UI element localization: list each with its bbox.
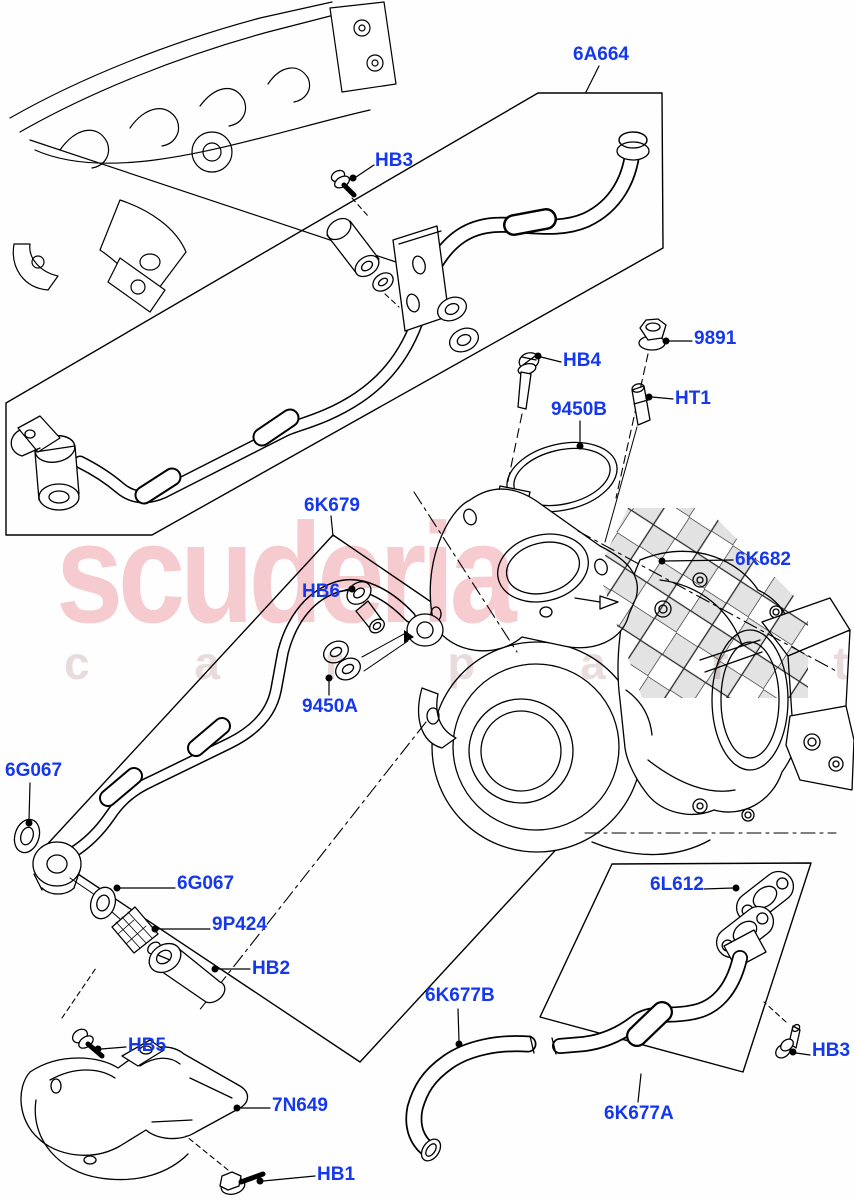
part-label-7N649-15[interactable]: 7N649: [272, 1095, 328, 1116]
coolant-hose-6A664-drawing: [436, 132, 649, 263]
part-label-6L612-18[interactable]: 6L612: [650, 874, 704, 895]
bolt-hb1-drawing: [186, 1136, 263, 1197]
part-label-9450B-5[interactable]: 9450B: [551, 399, 607, 420]
part-label-6G067-11[interactable]: 6G067: [177, 873, 235, 894]
spacer-bushing-drawing: [323, 214, 396, 295]
washers-9450a-drawing: [320, 630, 414, 684]
part-label-HB3-20[interactable]: HB3: [812, 1040, 851, 1061]
part-label-9450A-9[interactable]: 9450A: [302, 696, 358, 717]
checkered-flag-watermark: [598, 508, 808, 698]
part-label-6G067-10[interactable]: 6G067: [5, 760, 63, 781]
part-label-6K679-6[interactable]: 6K679: [304, 495, 360, 516]
oil-drain-pipe-6k677a-drawing: [560, 930, 766, 1046]
nut-9891-drawing: [616, 319, 666, 498]
part-label-HB6-8[interactable]: HB6: [302, 581, 341, 602]
heat-shield-7n649-drawing: [21, 1040, 248, 1180]
part-label-HB2-13[interactable]: HB2: [252, 958, 291, 979]
part-label-HB4-3[interactable]: HB4: [563, 350, 602, 371]
washer-6g067-left-drawing: [10, 816, 43, 856]
part-label-HT1-4[interactable]: HT1: [675, 388, 711, 409]
part-label-9P424-12[interactable]: 9P424: [212, 914, 267, 935]
part-label-6A664-0[interactable]: 6A664: [573, 44, 629, 65]
part-label-6K677A-19[interactable]: 6K677A: [604, 1103, 674, 1124]
part-label-9891-2[interactable]: 9891: [694, 328, 737, 349]
exhaust-manifold-drawing: [10, 2, 396, 312]
bolt-hb3-bottom-drawing: [764, 1002, 801, 1061]
bolt-hb2-drawing: [144, 938, 225, 1003]
oil-drain-hose-6k677b-drawing: [414, 1036, 556, 1164]
water-pipe-drawing: [11, 226, 482, 510]
part-label-6K677B-17[interactable]: 6K677B: [425, 985, 495, 1006]
washer-6g067-right-drawing: [87, 884, 120, 922]
part-label-HB1-16[interactable]: HB1: [317, 1164, 356, 1185]
stud-ht1-drawing: [605, 383, 650, 542]
part-label-HB3-1[interactable]: HB3: [375, 150, 414, 171]
group-box-6A664: [6, 93, 663, 535]
part-label-HB5-14[interactable]: HB5: [128, 1035, 167, 1056]
part-label-6K682-7[interactable]: 6K682: [735, 549, 791, 570]
bolt-hb5-drawing: [62, 968, 102, 1056]
group-box-6K677: [540, 863, 811, 1072]
bolt-hb4-drawing: [499, 350, 541, 524]
bolt-hb3-top-drawing: [329, 168, 399, 307]
oil-feed-pipe-6K679-drawing: [33, 585, 443, 952]
